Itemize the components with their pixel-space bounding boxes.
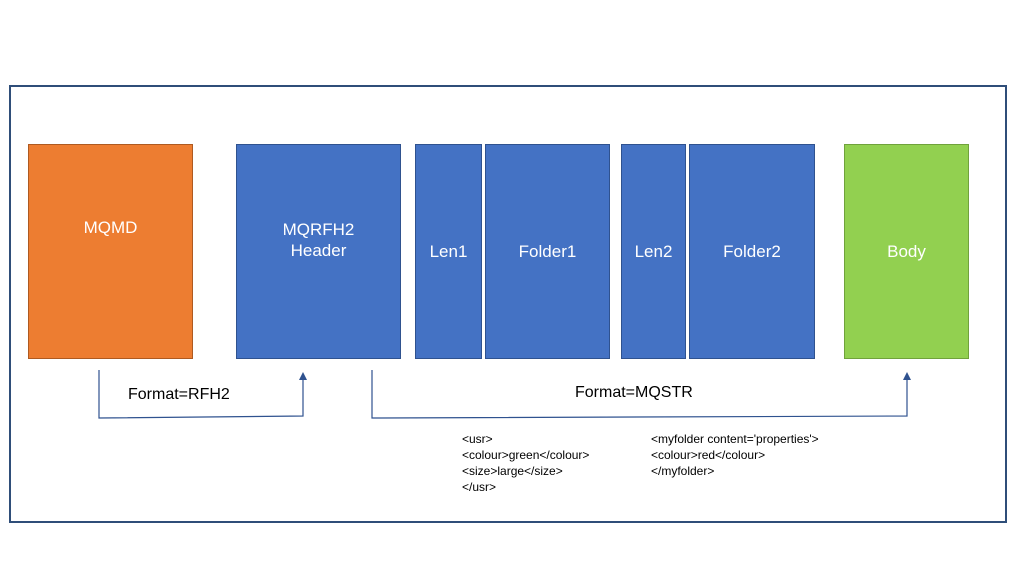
mqmd-label: MQMD (83, 218, 138, 237)
len2-label: Len2 (634, 242, 673, 261)
len2-block: Len2 (621, 144, 686, 359)
folder1-label: Folder1 (518, 242, 577, 261)
folder2-block: Folder2 (689, 144, 815, 359)
myfolder-xml: <myfolder content='properties'> <colour>… (651, 432, 819, 478)
len1-label: Len1 (429, 242, 468, 261)
diagram-frame (9, 85, 1007, 523)
body-block: Body (844, 144, 969, 359)
mqrfh2-header-label: MQRFH2 Header (282, 219, 355, 260)
folder1-block: Folder1 (485, 144, 610, 359)
body-label: Body (887, 242, 926, 261)
usr-folder-xml: <usr> <colour>green</colour> <size>large… (462, 432, 590, 494)
format-mqstr-label: Format=MQSTR (575, 384, 693, 401)
mqrfh2-header-block: MQRFH2 Header (236, 144, 401, 359)
mqmd-block: MQMD (28, 144, 193, 359)
folder2-label: Folder2 (723, 242, 781, 261)
format-rfh2-label: Format=RFH2 (128, 386, 230, 403)
len1-block: Len1 (415, 144, 482, 359)
